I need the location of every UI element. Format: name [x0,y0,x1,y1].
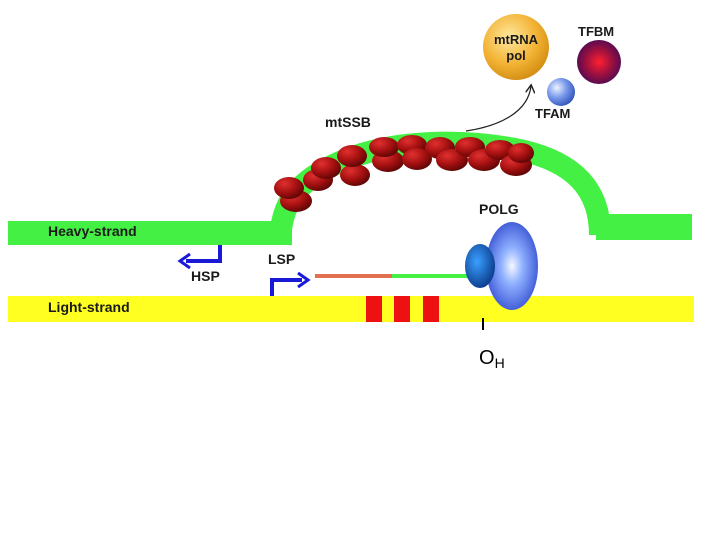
polg-label: POLG [479,201,519,217]
mtssb-bead [436,149,468,171]
origin-label-main: O [479,347,495,369]
origin-label: OH [479,347,505,371]
mtssb-bead [369,137,399,157]
mtssb-bead [485,140,515,160]
curved-arrow-icon [465,86,531,132]
mtssb-bead [274,177,304,199]
mtssb-bead [402,148,432,170]
mtssb-label: mtSSB [325,114,371,130]
mtssb-bead [508,143,534,163]
heavy-strand-bar-left [8,221,292,245]
origin-label-subscript: H [495,355,505,371]
mtrna-pol-protein [483,14,549,80]
tfam-protein [547,78,575,106]
mtssb-bead [311,157,341,179]
conserved-sequence-box-3 [423,296,439,322]
mtrna-pol-label-line2: pol [506,48,526,63]
heavy-strand-label: Heavy-strand [48,223,137,239]
promoter-arrow-right-icon [270,271,311,296]
mtssb-bead [340,164,370,186]
tfam-label: TFAM [535,106,570,121]
lsp-label: LSP [268,251,295,267]
conserved-sequence-box-2 [394,296,410,322]
mtssb-bead [337,145,367,167]
mtssb-protein-cluster [274,135,534,212]
light-strand-label: Light-strand [48,299,130,315]
heavy-strand-bar-right [596,214,692,240]
tfbm-label: TFBM [578,24,614,39]
hsp-label: HSP [191,268,220,284]
mtrna-pol-label-line1: mtRNA [494,32,539,47]
conserved-sequence-box-1 [366,296,382,322]
light-strand-bar [8,296,694,322]
polg-protein-small [465,244,495,288]
polg-protein-large [486,222,538,310]
tfbm-protein [577,40,621,84]
promoter-arrow-left-icon [177,245,222,270]
